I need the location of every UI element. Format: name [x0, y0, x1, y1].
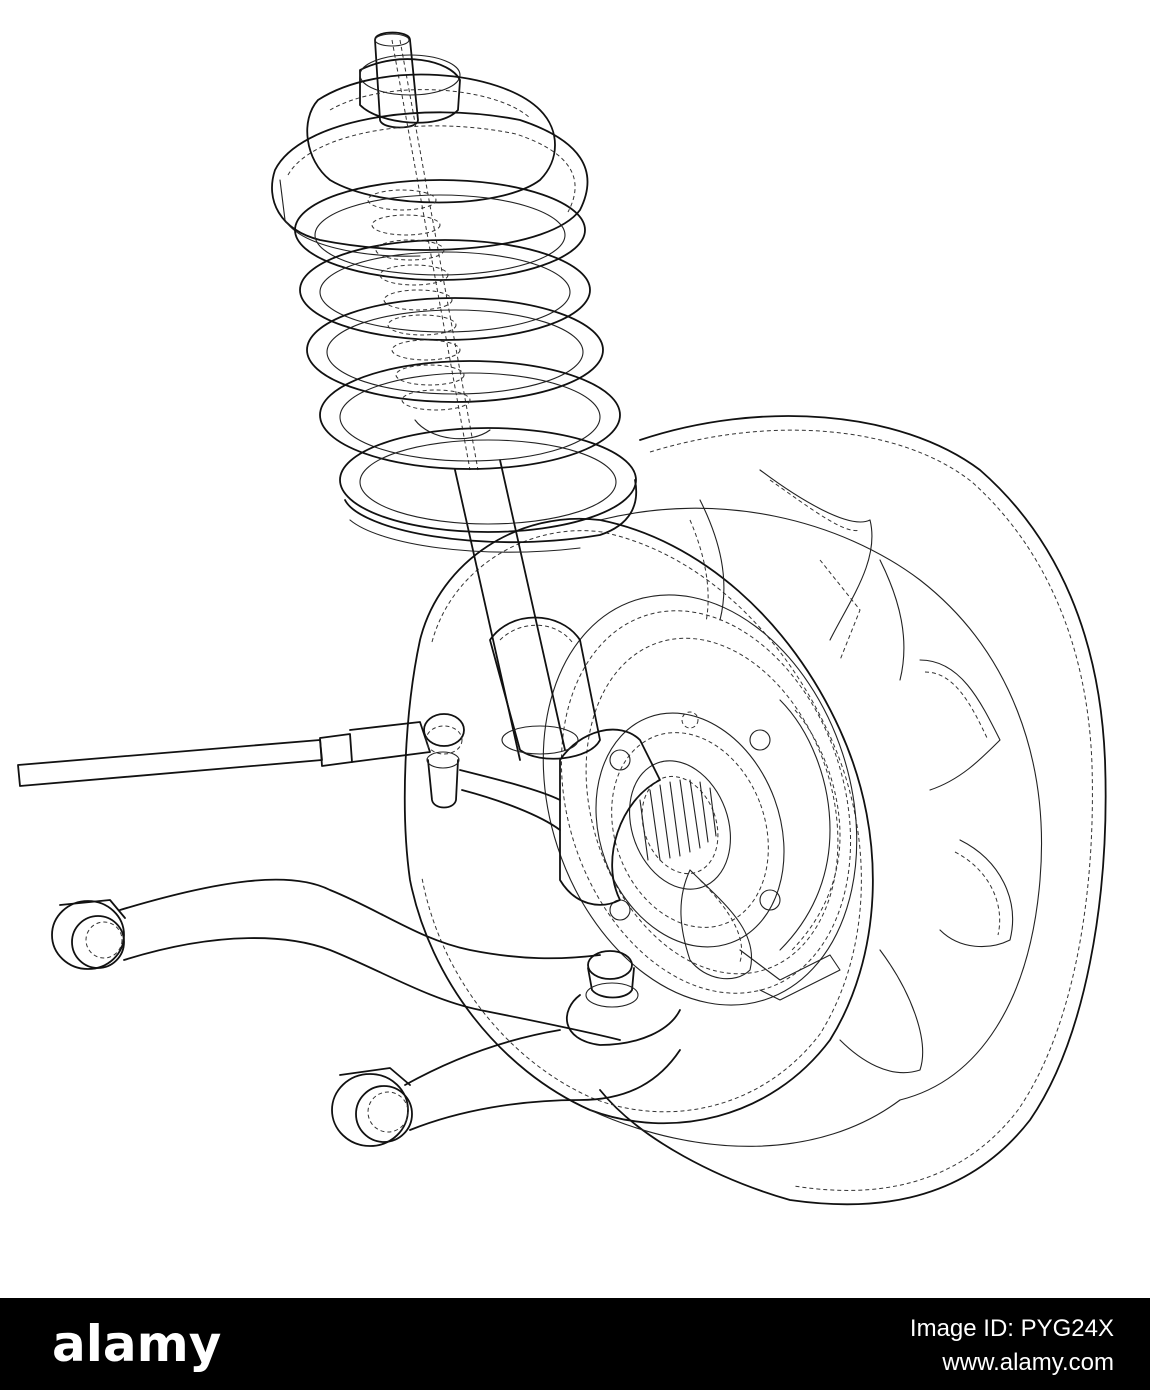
- rim-spokes: [689, 469, 1014, 1074]
- tire: [403, 415, 1107, 1206]
- coil-spring: [294, 179, 638, 553]
- steering-knuckle: [559, 699, 841, 1001]
- piston-rod: [374, 31, 479, 471]
- wheel-hub: [595, 711, 785, 948]
- upper-mount: [271, 54, 589, 257]
- suspension-wireframe-drawing: [17, 31, 1107, 1206]
- shock-absorber: [454, 459, 601, 831]
- lower-control-arm: [51, 878, 681, 1147]
- dust-boot: [367, 189, 491, 440]
- footer-bar: alamy Image ID: PYG24X www.alamy.com: [0, 1298, 1150, 1390]
- brake-disc: [542, 594, 858, 1006]
- brand-logo: alamy: [52, 1315, 222, 1373]
- site-url-label: www.alamy.com: [942, 1349, 1114, 1376]
- tie-rod: [17, 713, 465, 809]
- image-id-label: Image ID: PYG24X: [909, 1315, 1114, 1342]
